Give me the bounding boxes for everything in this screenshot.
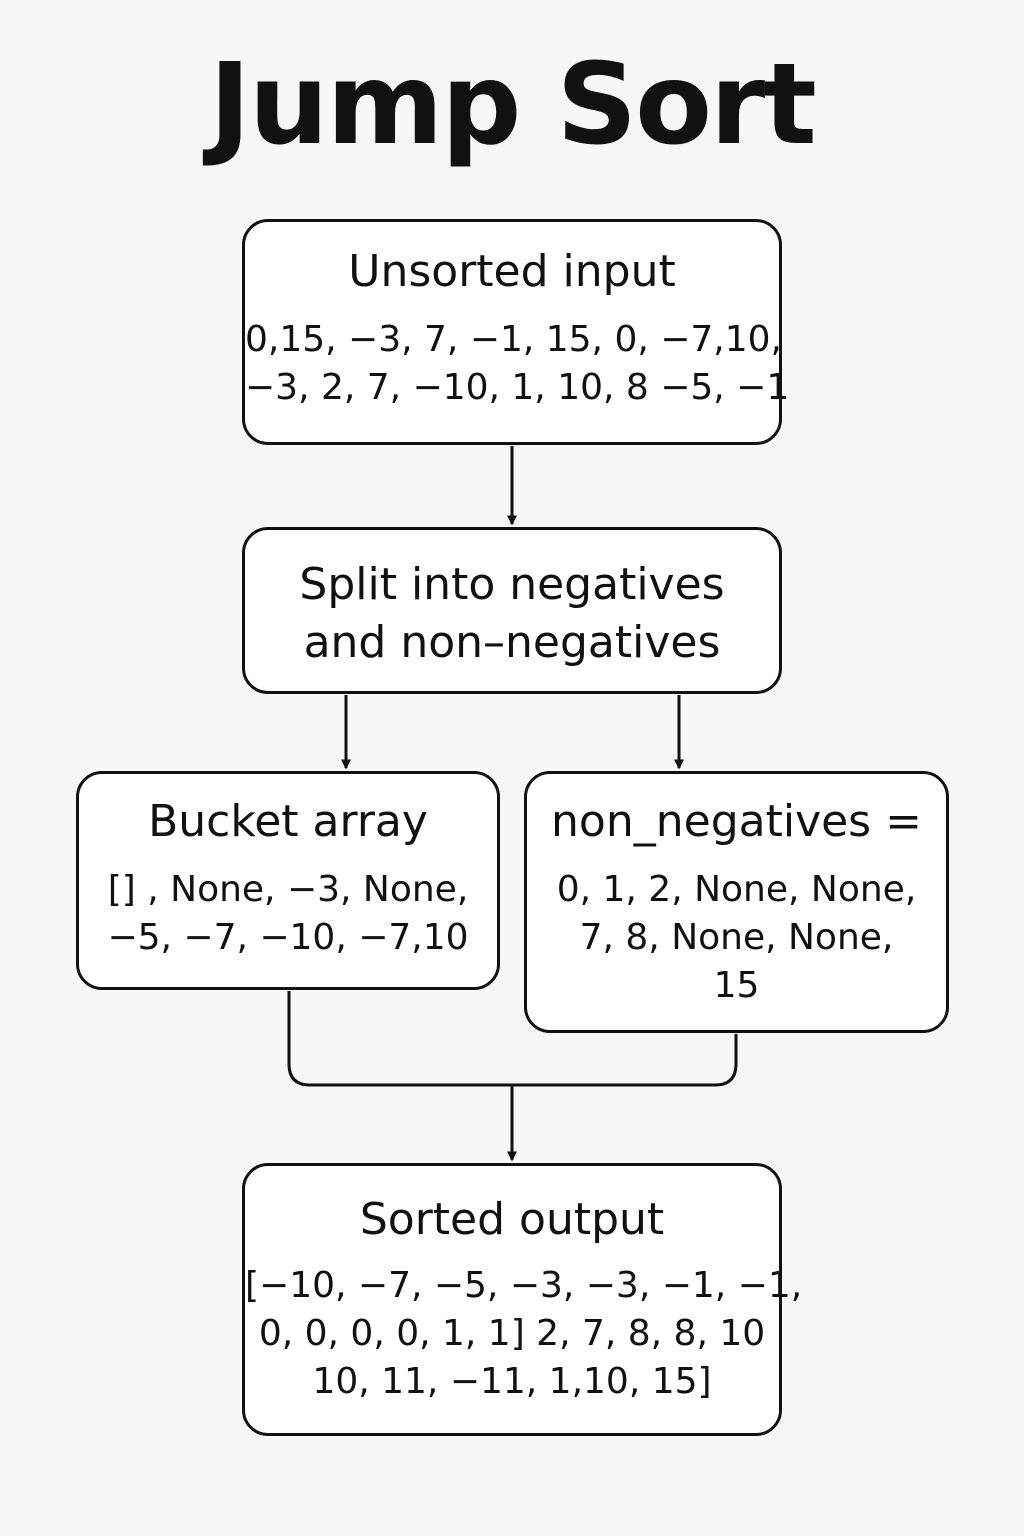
split-step-line: Split into negatives (299, 559, 725, 610)
unsorted-input-box: Unsorted input 0,15, −3, 7, −1, 15, 0, −… (242, 219, 790, 445)
unsorted-input-line: −3, 2, 7, −10, 1, 10, 8 −5, −1 (245, 367, 790, 408)
non-negatives-values: 0, 1, 2, None, None, 7, 8, None, None, 1… (527, 866, 946, 1010)
non-negatives-line: 15 (713, 965, 760, 1006)
unsorted-input-heading: Unsorted input (348, 246, 676, 297)
non-negatives-heading: non_negatives = (551, 796, 922, 847)
bucket-array-values: [] , None, −3, None, −5, −7, −10, −7,10 (79, 866, 497, 962)
non-negatives-line: 7, 8, None, None, (579, 917, 894, 958)
unsorted-input-values: 0,15, −3, 7, −1, 15, 0, −7,10, −3, 2, 7,… (245, 316, 790, 412)
sorted-output-heading: Sorted output (359, 1194, 665, 1245)
bucket-array-line: −5, −7, −10, −7,10 (107, 917, 469, 958)
bucket-array-box: Bucket array [] , None, −3, None, −5, −7… (76, 771, 500, 990)
split-step-line: and non–negatives (303, 617, 721, 668)
sorted-output-values: [−10, −7, −5, −3, −3, −1, −1, 0, 0, 0, 0… (245, 1262, 803, 1406)
diagram-title: Jump Sort (209, 40, 817, 170)
sorted-output-line: 10, 11, −11, 1,10, 15] (312, 1361, 712, 1402)
sorted-output-line: [−10, −7, −5, −3, −3, −1, −1, (245, 1265, 803, 1306)
bucket-array-heading: Bucket array (148, 796, 428, 847)
unsorted-input-line: 0,15, −3, 7, −1, 15, 0, −7,10, (245, 319, 782, 360)
bucket-array-line: [] , None, −3, None, (107, 869, 469, 910)
sorted-output-box: Sorted output [−10, −7, −5, −3, −3, −1, … (242, 1163, 803, 1436)
sorted-output-line: 0, 0, 0, 0, 1, 1] 2, 7, 8, 8, 10 (258, 1313, 766, 1354)
split-step-box: Split into negatives and non–negatives (242, 527, 782, 694)
non-negatives-box: non_negatives = 0, 1, 2, None, None, 7, … (524, 771, 949, 1033)
non-negatives-line: 0, 1, 2, None, None, (556, 869, 917, 910)
